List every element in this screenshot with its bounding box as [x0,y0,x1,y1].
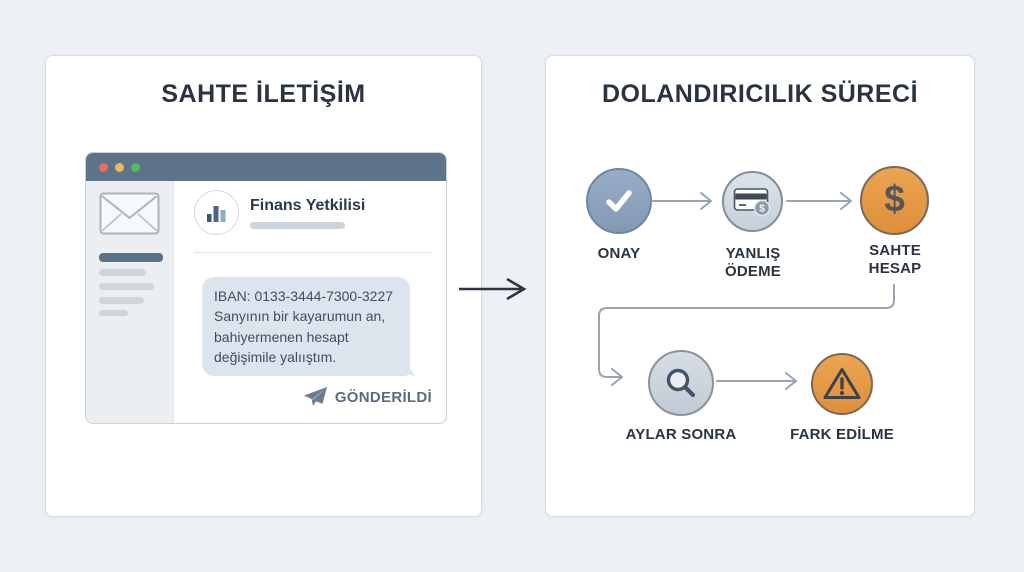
right-panel: DOLANDIRICILIK SÜRECİ [545,55,975,517]
paper-plane-icon [303,387,327,406]
envelope-icon [99,192,160,235]
browser-titlebar [86,153,446,181]
browser-sidebar [86,181,174,423]
check-icon [606,190,632,212]
process-flow: ONAY $ YANLIŞ ÖDEME $ SAHTE HESAP [546,56,974,516]
right-panel-title: DOLANDIRICILIK SÜRECİ [601,80,919,108]
step-label-aylar-sonra: AYLAR SONRA [625,426,737,443]
sidebar-item-bar [99,269,146,276]
credit-card-icon: $ [733,188,771,217]
sender-name: Finans Yetkilisi [250,196,366,214]
step-label-onay: ONAY [597,245,641,262]
browser-body: Finans Yetkilisi IBAN: 0133-3444-7300-32… [86,181,446,423]
sidebar-item-bar [99,253,163,262]
minimize-dot-icon [115,162,124,172]
right-arrow-icon [459,277,527,301]
step-circle-onay [586,168,652,234]
sent-status: GÖNDERİLDİ [303,386,432,408]
step-label-sahte-hesap: SAHTE HESAP [868,242,922,278]
maximize-dot-icon [131,162,140,172]
sidebar-item-bar [99,283,154,290]
message-bubble: IBAN: 0133-3444-7300-3227 Sanyının bir k… [202,277,410,377]
warning-icon [823,368,861,399]
sent-label: GÖNDERİLDİ [334,388,432,406]
step-circle-yanlis-odeme: $ [722,171,783,232]
message-line: değişimile yalııştım. [214,348,337,365]
message-line: bahiyermenen hesapt [214,328,349,345]
svg-text:$: $ [759,203,765,215]
sender-profile: Finans Yetkilisi [194,190,365,235]
step-circle-aylar-sonra [648,350,714,416]
browser-window: Finans Yetkilisi IBAN: 0133-3444-7300-32… [86,153,446,423]
message-line: Sanyının bir kayarumun an, [214,308,386,325]
step-circle-fark-edilme [811,353,873,415]
divider [194,252,432,253]
browser-main: Finans Yetkilisi IBAN: 0133-3444-7300-32… [174,181,446,423]
message-line: IBAN: 0133-3444-7300-3227 [214,288,394,304]
step-label-yanlis-odeme: YANLIŞ ÖDEME [724,245,781,281]
avatar [194,190,239,235]
step-label-fark-edilme: FARK EDİLME [790,426,894,443]
step-circle-sahte-hesap: $ [860,166,929,235]
sidebar-item-bar [99,310,128,316]
sidebar-item-bar [99,297,144,304]
flow-connector-lines [598,192,895,390]
dollar-icon: $ [884,178,905,219]
bar-chart-icon [206,205,225,222]
left-panel: SAHTE İLETİŞİM [45,55,482,517]
left-panel-title: SAHTE İLETİŞİM [161,80,366,108]
magnifier-icon [666,368,696,398]
close-dot-icon [99,162,108,172]
placeholder-line [250,221,345,229]
